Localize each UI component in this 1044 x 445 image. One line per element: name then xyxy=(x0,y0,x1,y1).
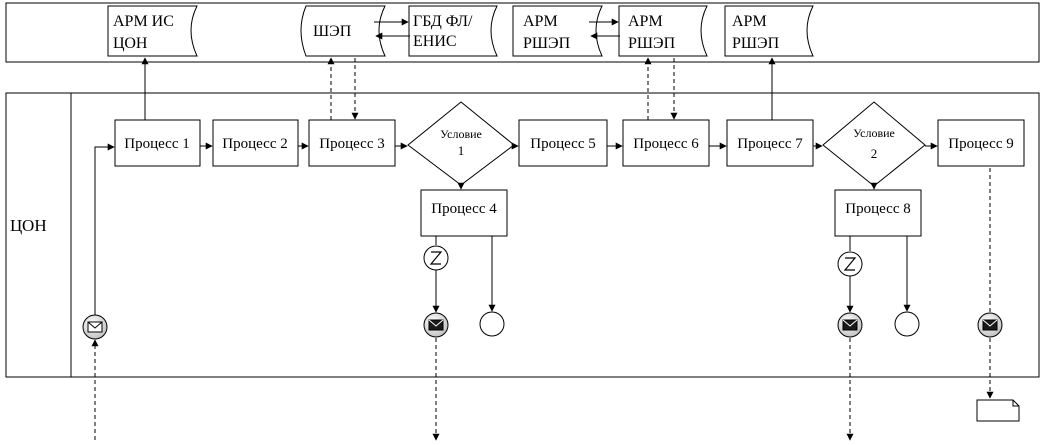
system-gbd-line2: ЕНИС xyxy=(413,33,457,50)
message-flows xyxy=(91,57,994,441)
process-8: Процесс 8 xyxy=(834,189,922,237)
system-arm-rshep-1-line1: АРМ xyxy=(523,13,558,30)
process-2: Процесс 2 xyxy=(212,119,299,167)
process-9-label: Процесс 9 xyxy=(948,136,1013,152)
system-shep-label: ШЭП xyxy=(313,23,352,40)
system-arm-rshep-3: АРМ РШЭП xyxy=(724,5,814,57)
systems-lane xyxy=(5,2,1040,63)
con-lane-label: ЦОН xyxy=(10,216,47,235)
intermediate-event-8 xyxy=(837,251,863,277)
process-4: Процесс 4 xyxy=(420,189,508,237)
condition-2: Условие 2 xyxy=(822,101,926,187)
system-arm-rshep-1-line2: РШЭП xyxy=(523,35,571,52)
start-message-event xyxy=(82,314,108,340)
lightning-icon xyxy=(429,251,443,265)
envelope-icon xyxy=(87,321,103,333)
envelope-icon xyxy=(842,319,858,331)
process-6-label: Процесс 6 xyxy=(633,136,699,152)
process-5-label: Процесс 5 xyxy=(530,136,595,152)
end-event-4 xyxy=(479,311,505,337)
envelope-icon xyxy=(428,319,444,331)
end-event-8 xyxy=(894,311,920,337)
system-arm-rshep-2-line2: РШЭП xyxy=(628,35,676,52)
system-arm-rshep-3-line1: АРМ xyxy=(732,13,767,30)
condition-2-number: 2 xyxy=(871,146,878,161)
system-gbd-fl-enis: ГБД ФЛ/ ЕНИС xyxy=(408,5,498,57)
system-arm-is-con-line1: АРМ ИС xyxy=(113,13,174,30)
process-1: Процесс 1 xyxy=(114,119,201,167)
system-shep: ШЭП xyxy=(300,5,386,57)
process-2-label: Процесс 2 xyxy=(222,136,287,152)
condition-2-label: Условие xyxy=(853,126,895,140)
system-arm-is-con: АРМ ИС ЦОН xyxy=(107,5,198,57)
system-arm-rshep-2-line1: АРМ xyxy=(628,13,663,30)
intermediate-event-4 xyxy=(423,245,449,271)
process-4-label: Процесс 4 xyxy=(431,201,497,217)
system-gbd-line1: ГБД ФЛ/ xyxy=(413,13,473,30)
system-arm-rshep-2: АРМ РШЭП xyxy=(618,5,708,57)
sequence-flows xyxy=(94,142,938,315)
process-5: Процесс 5 xyxy=(518,119,608,167)
system-arm-rshep-1: АРМ РШЭП xyxy=(512,5,603,57)
process-1-label: Процесс 1 xyxy=(124,136,189,152)
process-8-label: Процесс 8 xyxy=(845,201,910,217)
flow-start-to-process-1 xyxy=(94,143,115,315)
system-arm-rshep-3-line2: РШЭП xyxy=(732,35,780,52)
document-fold xyxy=(1012,400,1019,407)
process-6: Процесс 6 xyxy=(622,119,710,167)
condition-1-number: 1 xyxy=(458,143,465,158)
envelope-icon xyxy=(982,319,998,331)
end-message-event-4 xyxy=(423,312,449,338)
lightning-icon xyxy=(843,257,857,271)
process-9: Процесс 9 xyxy=(937,119,1025,167)
process-7: Процесс 7 xyxy=(726,119,814,167)
process-3: Процесс 3 xyxy=(308,119,396,167)
process-3-label: Процесс 3 xyxy=(319,136,384,152)
condition-1-label: Условие xyxy=(440,127,482,141)
con-lane xyxy=(5,92,1040,378)
end-message-event-9 xyxy=(977,312,1003,338)
condition-1: Условие 1 xyxy=(407,101,515,186)
system-arm-is-con-line2: ЦОН xyxy=(113,35,148,52)
document-icon xyxy=(976,399,1020,422)
end-message-event-8 xyxy=(837,312,863,338)
process-7-label: Процесс 7 xyxy=(737,136,803,152)
